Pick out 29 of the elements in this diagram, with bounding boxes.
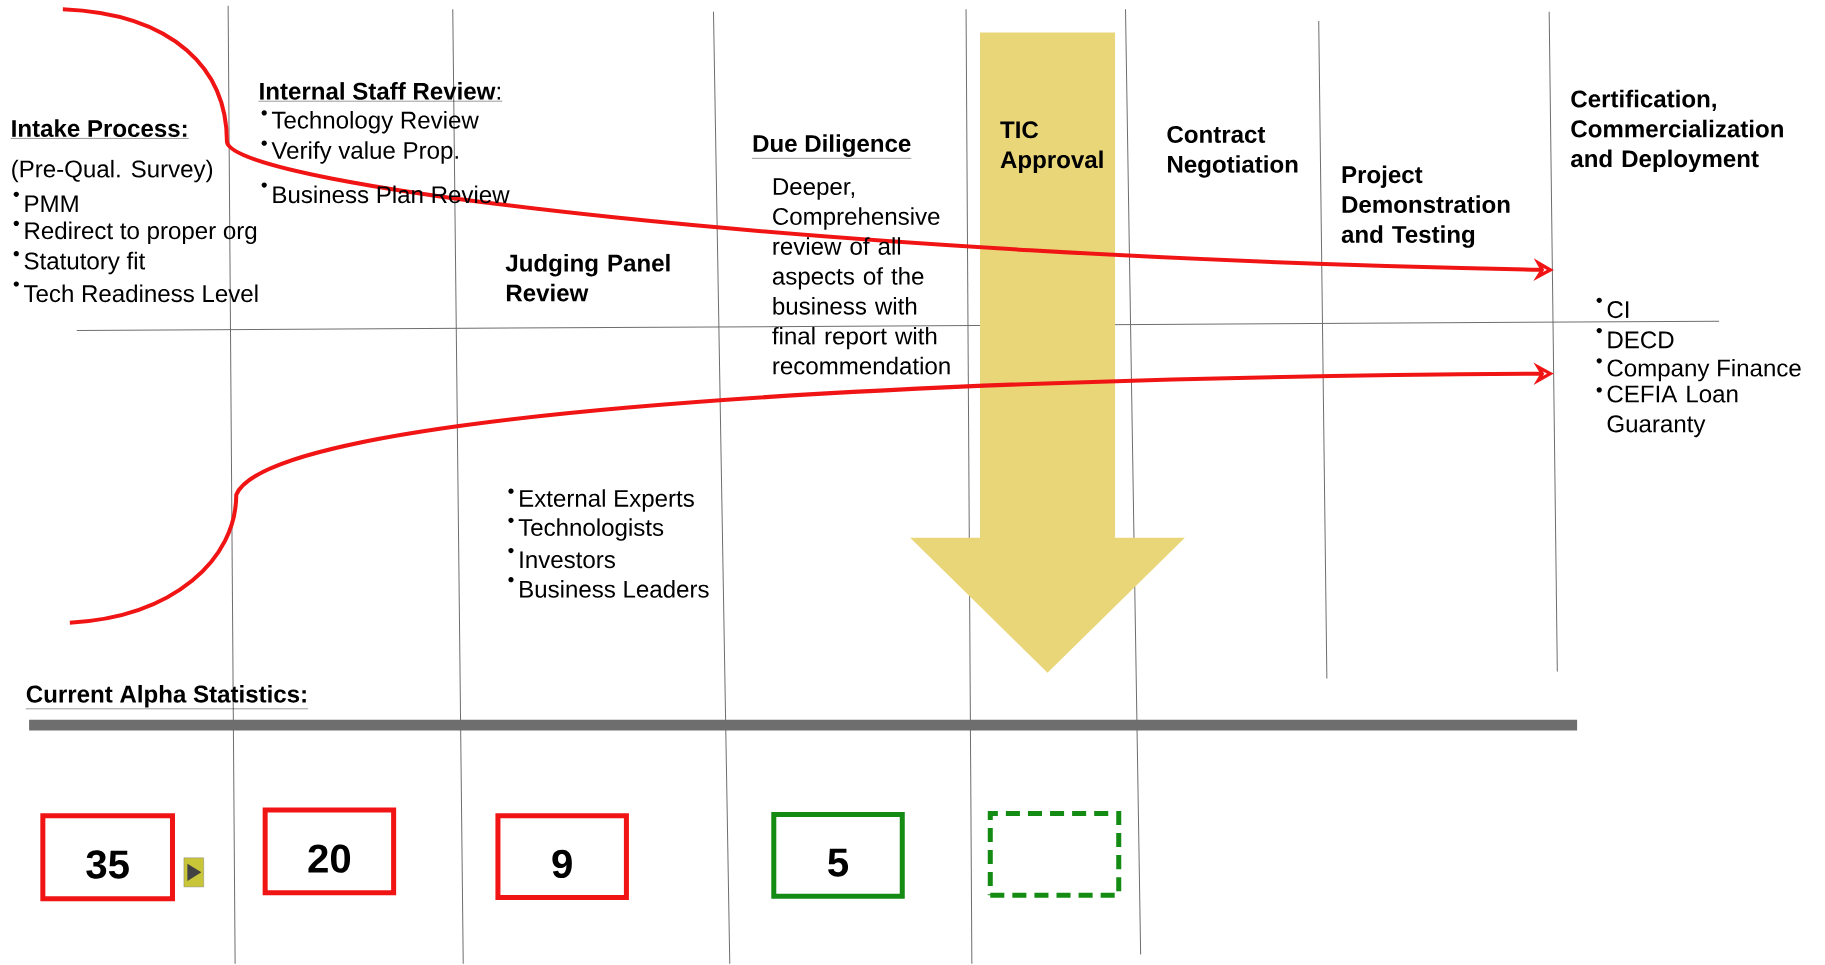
heading: Current Alpha Statistics: [25,685,309,710]
text-label: DECD [1608,331,1674,349]
count-box: 35 [40,813,175,902]
heading: Contract Negotiation [1167,125,1298,178]
text-label: Company Finance [1607,358,1801,382]
heading: Project Demonstration and Testing [1341,165,1510,248]
text-label: CI [1607,301,1629,319]
text-label: Investors [520,551,615,569]
text-label: CEFIA Loan Guaranty [1607,385,1738,438]
count-box: 20 [262,807,397,896]
count-box: 9 [495,813,629,901]
text-label: Redirect to proper org [25,221,257,245]
text-label: External Experts [520,489,694,512]
text-label: Verify value Prop. [271,141,458,164]
heading: Judging Panel Review [505,254,670,302]
count-box [987,811,1122,898]
text-label: (Pre-Qual. Survey) [12,159,213,183]
count-box: 5 [771,812,905,899]
text-label: Tech Readiness Level [24,284,258,303]
text-label: Technology Review [271,111,479,134]
heading: Due Diligence [751,134,912,159]
text-label: Technologists [518,518,664,541]
heading: Certification, Commercialization and Deployment [1571,89,1783,173]
heading: Intake Process: [10,119,189,139]
text-label: Business Leaders [520,580,709,598]
text-label: Statutory fit [24,251,146,275]
heading: TIC Approval [1000,121,1103,174]
text-label: PMM [25,195,78,213]
text-label: Internal Staff Review: [258,82,503,102]
